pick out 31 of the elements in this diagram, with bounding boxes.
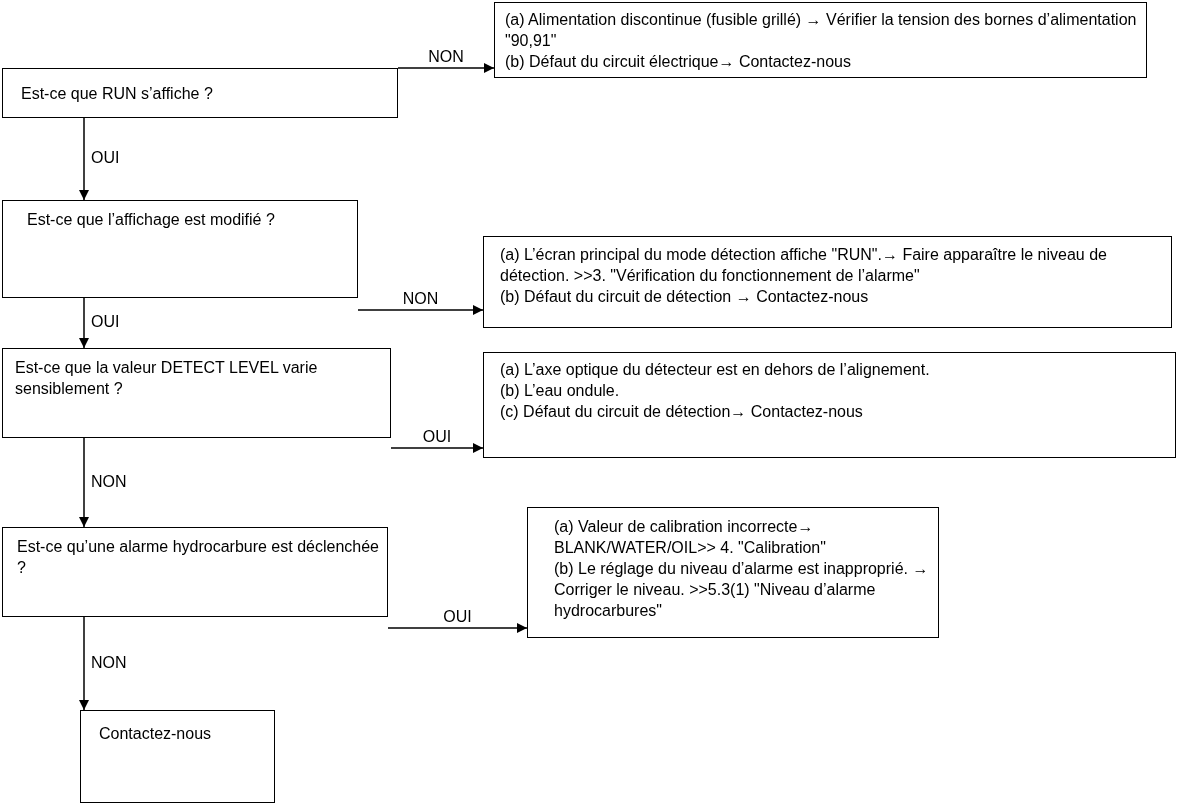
node-text: (a) Alimentation discontinue (fusible grillé) → Vérifier la tension des bornes d’alimentation "90,91": [505, 10, 1138, 51]
result-box: [483, 236, 1172, 328]
arrow: [78, 297, 90, 349]
decision-box: [2, 68, 398, 118]
arrow: [357, 304, 484, 316]
arrow: [78, 117, 90, 201]
node-text: Est-ce qu’une alarme hydrocarbure est déclenchée ?: [17, 537, 380, 578]
arrow: [387, 622, 528, 634]
node-text: (b) Défaut du circuit électrique→ Contactez-nous: [505, 52, 852, 72]
node-text: Contactez-nous: [99, 724, 213, 744]
node-text: (a) L’axe optique du détecteur est en dehors de l’alignement.: [500, 360, 931, 380]
node-text: (a) L’écran principal du mode détection affiche "RUN".→ Faire apparaître le niveau de détection. >>3. "Vérification du fonctionnement de l’alarme": [500, 245, 1108, 286]
node-text: Est-ce que l’affichage est modifié ?: [27, 210, 276, 230]
node-text: (b) Le réglage du niveau d’alarme est inapproprié. → Corriger le niveau. >>5.3(1) "Niveau d’alarme hydrocarbures": [554, 559, 930, 621]
arrow: [390, 442, 484, 454]
result-box: [80, 710, 275, 803]
node-text: (b) L’eau ondule.: [500, 381, 621, 401]
node-text: (a) Valeur de calibration incorrecte→ BLANK/WATER/OIL>> 4. "Calibration": [554, 517, 827, 558]
decision-box: [2, 348, 391, 438]
node-text: Est-ce que la valeur DETECT LEVEL varie sensiblement ?: [15, 358, 319, 399]
arrow: [78, 437, 90, 528]
node-text: (c) Défaut du circuit de détection→ Contactez-nous: [500, 402, 864, 422]
result-box: [494, 2, 1147, 78]
decision-box: [2, 200, 358, 298]
result-box: [527, 507, 939, 638]
node-text: Est-ce que RUN s’affiche ?: [21, 84, 214, 104]
decision-box: [2, 527, 388, 617]
arrow: [78, 616, 90, 711]
result-box: [483, 352, 1176, 458]
node-text: (b) Défaut du circuit de détection → Contactez-nous: [500, 287, 870, 307]
arrow: [397, 62, 495, 74]
